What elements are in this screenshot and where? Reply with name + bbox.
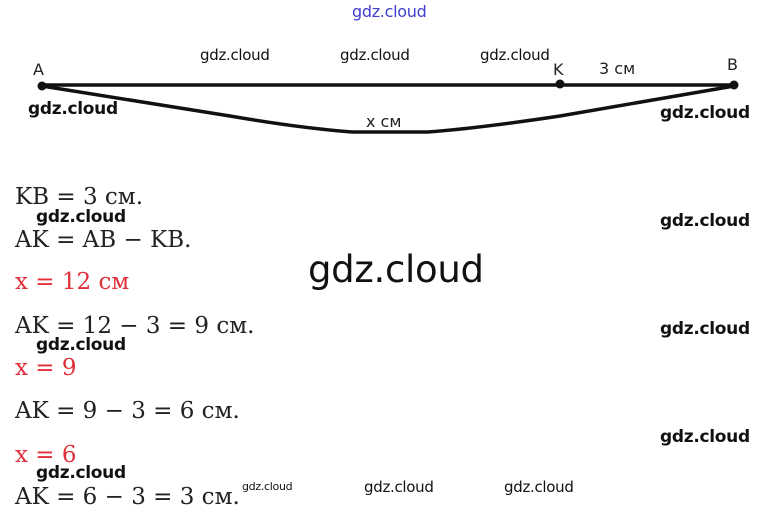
label-point-b: B bbox=[727, 55, 738, 74]
watermark: gdz.cloud bbox=[340, 46, 410, 64]
watermark: gdz.cloud bbox=[660, 319, 750, 339]
watermark: gdz.cloud bbox=[36, 207, 126, 227]
watermark: gdz.cloud bbox=[352, 2, 427, 21]
point-b-dot bbox=[729, 80, 739, 90]
watermark: gdz.cloud bbox=[36, 335, 126, 355]
point-k-dot bbox=[555, 79, 565, 89]
label-arc-length: x см bbox=[366, 112, 402, 131]
solution-line: AK = 6 − 3 = 3 см. bbox=[15, 484, 240, 510]
watermark: gdz.cloud bbox=[308, 248, 484, 291]
solution-line: AK = 12 − 3 = 9 см. bbox=[15, 313, 255, 339]
watermark: gdz.cloud bbox=[28, 99, 118, 119]
point-a-dot bbox=[37, 81, 47, 91]
watermark: gdz.cloud bbox=[660, 427, 750, 447]
label-point-k: K bbox=[553, 60, 564, 79]
watermark: gdz.cloud bbox=[504, 478, 574, 496]
solution-line: KB = 3 см. bbox=[15, 184, 144, 210]
watermark: gdz.cloud bbox=[242, 480, 293, 493]
label-kb-length: 3 см bbox=[599, 59, 636, 78]
watermark: gdz.cloud bbox=[36, 463, 126, 483]
watermark: gdz.cloud bbox=[200, 46, 270, 64]
solution-answer: x = 6 bbox=[15, 442, 77, 468]
watermark: gdz.cloud bbox=[660, 211, 750, 231]
watermark: gdz.cloud bbox=[480, 46, 550, 64]
segment-diagram bbox=[37, 79, 739, 134]
solution-answer: x = 9 bbox=[15, 355, 77, 381]
solution-line: AK = 9 − 3 = 6 см. bbox=[15, 398, 240, 424]
label-point-a: A bbox=[33, 60, 44, 79]
solution-answer: x = 12 см bbox=[15, 269, 130, 295]
watermark: gdz.cloud bbox=[364, 478, 434, 496]
solution-line: AK = AB − KB. bbox=[15, 227, 192, 253]
arc-x bbox=[41, 84, 735, 134]
watermark: gdz.cloud bbox=[660, 103, 750, 123]
